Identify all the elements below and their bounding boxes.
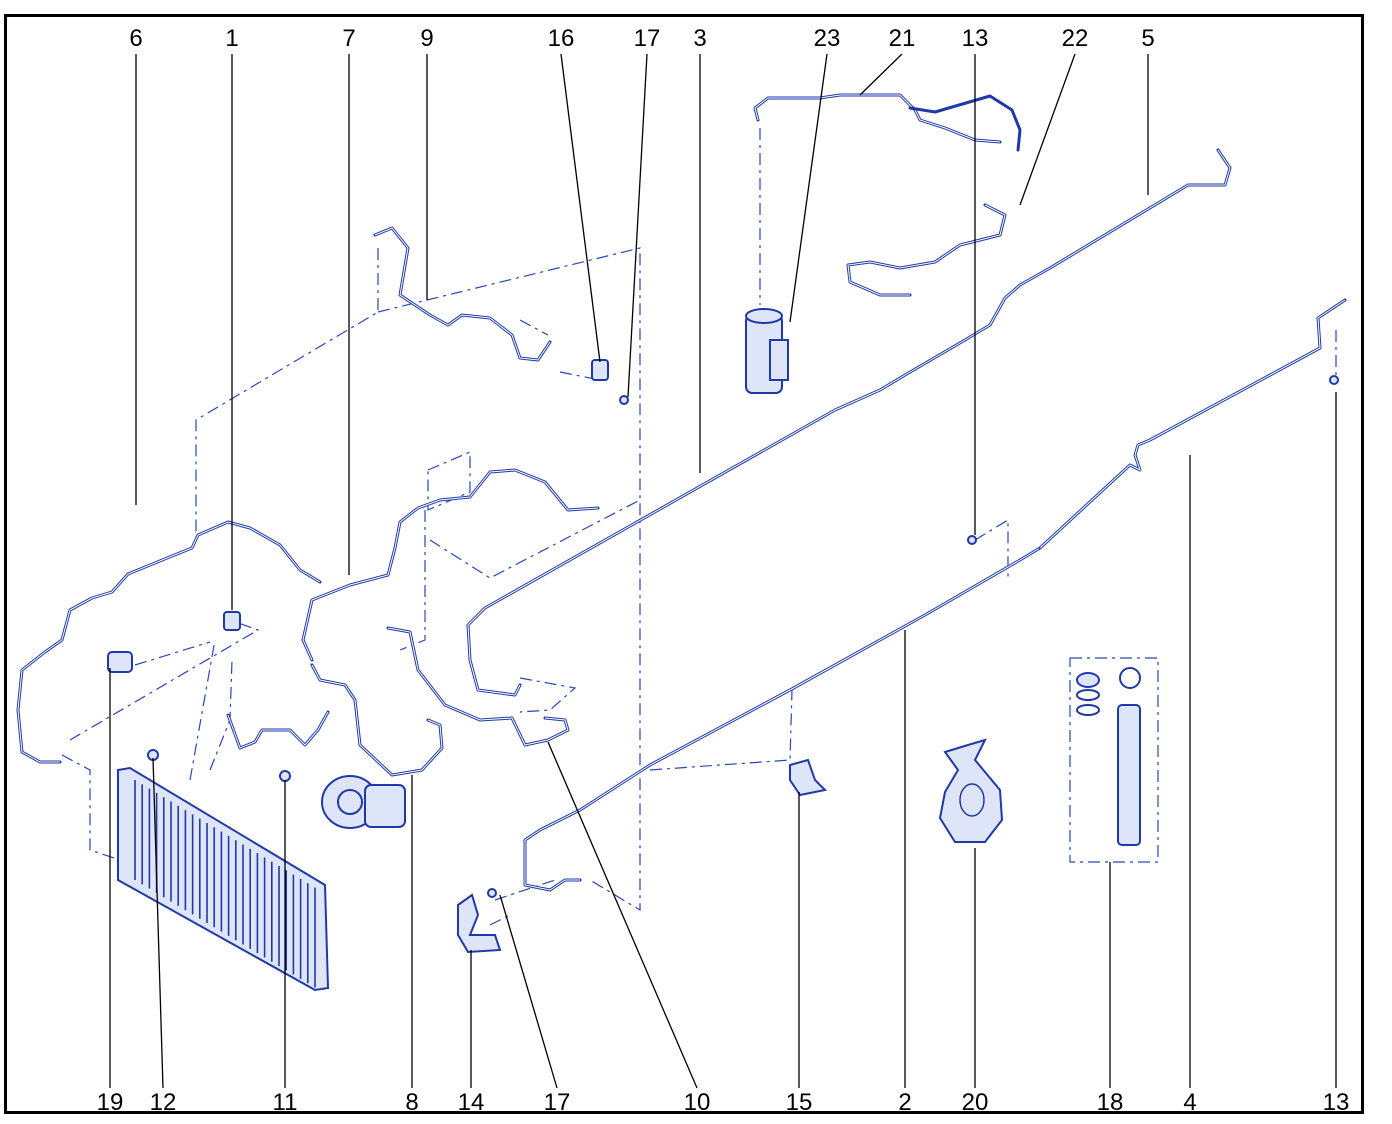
pipe-7-compressor-line (301, 468, 600, 662)
part-compressor (321, 775, 406, 829)
callout-leaders (109, 53, 1337, 1089)
callout-leader-top-21 (859, 53, 903, 96)
callout-label-bottom-4: 4 (1183, 1089, 1196, 1116)
part-16-clip (591, 359, 609, 381)
callout-label-top-23: 23 (814, 25, 841, 52)
callout-label-bottom-14: 14 (458, 1089, 485, 1116)
pipe-3-long-line (466, 148, 1232, 697)
pipe-6-condenser-line (16, 520, 322, 764)
callout-label-top-16: 16 (548, 25, 575, 52)
pipe-21-upper-line (753, 93, 1022, 152)
diagram-frame (4, 14, 1364, 1114)
part-17-screw-lower (487, 888, 497, 898)
pipe-4-long-line (1038, 298, 1347, 550)
callout-leader-top-23 (789, 53, 828, 323)
part-17-screw-upper (619, 395, 629, 405)
callout-label-bottom-11: 11 (273, 1089, 298, 1116)
callout-label-top-13: 13 (962, 25, 989, 52)
pipe-11-short-line (226, 710, 330, 750)
callout-label-top-17: 17 (634, 25, 661, 52)
callout-label-bottom-17: 17 (544, 1089, 571, 1116)
part-13-screw-middle (967, 535, 977, 545)
callout-label-top-9: 9 (420, 25, 433, 52)
callout-leader-bottom-17 (499, 894, 558, 1089)
callout-label-top-22: 22 (1062, 25, 1089, 52)
part-11-valve (279, 770, 291, 782)
part-23-dehydration-reservoir (745, 308, 789, 394)
callout-label-top-6: 6 (129, 25, 142, 52)
part-13-screw-right (1329, 375, 1339, 385)
pipe-2-long-line (523, 546, 1042, 892)
callout-label-bottom-8: 8 (405, 1089, 418, 1116)
part-18-filter-kit (1069, 657, 1159, 863)
callout-label-bottom-13: 13 (1323, 1089, 1350, 1116)
pipe-10-line (386, 626, 570, 747)
part-14-bracket (457, 893, 502, 954)
callout-label-top-21: 21 (889, 25, 916, 52)
callout-label-bottom-12: 12 (150, 1089, 177, 1116)
pipe-22-flexible-line (846, 203, 1007, 297)
part-20-oil-bottle (938, 738, 1004, 843)
callout-label-bottom-20: 20 (962, 1089, 989, 1116)
part-1-pressure-sensor (223, 611, 241, 631)
callout-label-bottom-10: 10 (684, 1089, 711, 1116)
callout-label-top-7: 7 (342, 25, 355, 52)
callout-label-bottom-18: 18 (1097, 1089, 1124, 1116)
callout-leader-top-16 (560, 53, 601, 363)
part-19-connector (107, 651, 133, 673)
callout-leader-top-17 (627, 53, 648, 398)
callout-leader-top-22 (1019, 53, 1076, 206)
callout-label-bottom-19: 19 (97, 1089, 124, 1116)
callout-label-bottom-15: 15 (786, 1089, 813, 1116)
callout-label-top-3: 3 (693, 25, 706, 52)
callout-leader-bottom-10 (547, 741, 698, 1089)
assembly-dash-lines (61, 128, 1337, 926)
callout-label-top-1: 1 (225, 25, 238, 52)
callout-leader-bottom-12 (152, 757, 164, 1089)
part-condenser (117, 766, 330, 992)
callout-label-top-5: 5 (1141, 25, 1154, 52)
callout-label-bottom-2: 2 (898, 1089, 911, 1116)
part-15-bracket (789, 758, 828, 797)
callout-labels-bottom: 19 12 11 8 14 17 10 15 2 20 18 4 13 (97, 1089, 1350, 1116)
pipe-8-compressor-discharge (310, 663, 444, 777)
pipe-9-upper-line (373, 226, 552, 362)
